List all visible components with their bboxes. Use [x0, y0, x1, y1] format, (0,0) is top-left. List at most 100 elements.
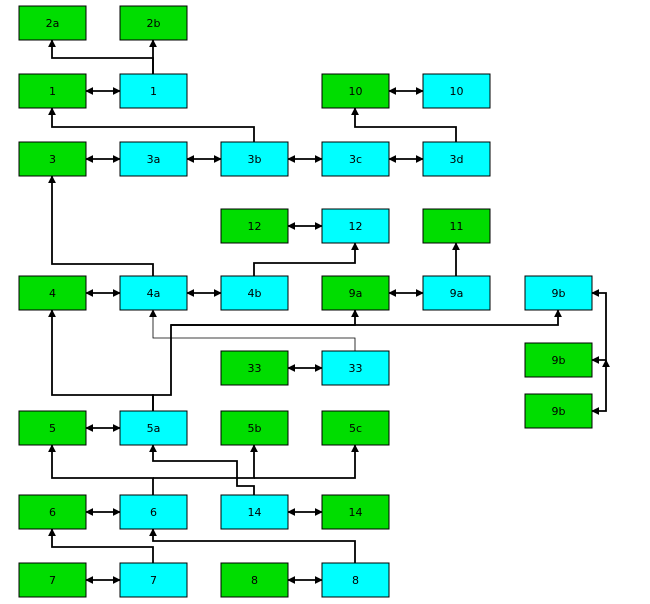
node-label: 1 [49, 85, 56, 98]
node-label: 5a [147, 422, 161, 435]
node-label: 5c [349, 422, 362, 435]
node-label: 7 [49, 574, 56, 587]
node-5b-green[interactable]: 5b [220, 410, 289, 446]
node-box [321, 208, 390, 244]
node-14-green[interactable]: 14 [321, 494, 390, 530]
connector-6c-to-5c [254, 444, 359, 479]
node-9a-cyan[interactable]: 9a [422, 275, 491, 311]
node-label: 33 [248, 362, 262, 375]
node-3a-cyan[interactable]: 3a [119, 141, 188, 177]
connector-33c-to-4a [149, 309, 356, 351]
node-4-green[interactable]: 4 [18, 275, 87, 311]
node-12-green[interactable]: 12 [220, 208, 289, 244]
node-label: 9a [349, 287, 363, 300]
node-7-green[interactable]: 7 [18, 562, 87, 598]
node-box [524, 342, 593, 378]
node-33-green[interactable]: 33 [220, 350, 289, 386]
node-box [321, 562, 390, 598]
node-box [524, 275, 593, 311]
node-box [422, 275, 491, 311]
node-label: 9b [552, 354, 566, 367]
node-1-green[interactable]: 1 [18, 73, 87, 109]
node-box [220, 562, 289, 598]
connector-1c-to-2a [48, 39, 154, 74]
node-label: 5 [49, 422, 56, 435]
node-box [119, 410, 188, 446]
node-label: 3b [248, 153, 262, 166]
node-box [220, 410, 289, 446]
node-label: 2b [147, 17, 161, 30]
node-4b-cyan[interactable]: 4b [220, 275, 289, 311]
connector-3b-to-1g [48, 107, 255, 142]
node-label: 10 [349, 85, 363, 98]
node-label: 8 [251, 574, 258, 587]
connector-5a-to-9bc [171, 309, 562, 326]
node-3d-cyan[interactable]: 3d [422, 141, 491, 177]
node-box [220, 141, 289, 177]
connector-9bc-to-9bg2 [591, 359, 610, 415]
connector-9bc-to-9bg1 [591, 289, 607, 364]
node-label: 11 [450, 220, 464, 233]
node-label: 4a [147, 287, 161, 300]
node-label: 3c [349, 153, 362, 166]
node-9b-green[interactable]: 9b [524, 342, 593, 378]
node-box [422, 73, 491, 109]
node-2a-green[interactable]: 2a [18, 5, 87, 41]
node-5-green[interactable]: 5 [18, 410, 87, 446]
node-box [321, 494, 390, 530]
node-box [119, 73, 188, 109]
node-box [321, 350, 390, 386]
node-9b-green[interactable]: 9b [524, 393, 593, 429]
node-box [18, 562, 87, 598]
node-10-green[interactable]: 10 [321, 73, 390, 109]
connections-layer [48, 39, 610, 584]
node-9b-cyan[interactable]: 9b [524, 275, 593, 311]
node-12-cyan[interactable]: 12 [321, 208, 390, 244]
node-label: 9a [450, 287, 464, 300]
node-6-green[interactable]: 6 [18, 494, 87, 530]
node-box [321, 141, 390, 177]
node-label: 14 [248, 506, 262, 519]
node-box [321, 73, 390, 109]
node-label: 12 [349, 220, 363, 233]
node-3c-cyan[interactable]: 3c [321, 141, 390, 177]
node-box [18, 73, 87, 109]
connector-4a-to-3 [48, 175, 154, 276]
node-box [422, 208, 491, 244]
node-box [18, 5, 87, 41]
node-3b-cyan[interactable]: 3b [220, 141, 289, 177]
node-label: 9b [552, 405, 566, 418]
node-box [119, 5, 188, 41]
connector-6c-to-5 [48, 444, 154, 495]
connector-7c-to-6g [48, 528, 154, 563]
node-label: 5b [248, 422, 262, 435]
node-7-cyan[interactable]: 7 [119, 562, 188, 598]
node-5a-cyan[interactable]: 5a [119, 410, 188, 446]
node-5c-green[interactable]: 5c [321, 410, 390, 446]
node-6-cyan[interactable]: 6 [119, 494, 188, 530]
node-8-green[interactable]: 8 [220, 562, 289, 598]
node-box [321, 275, 390, 311]
node-box [220, 275, 289, 311]
node-label: 10 [450, 85, 464, 98]
node-box [119, 141, 188, 177]
node-8-cyan[interactable]: 8 [321, 562, 390, 598]
node-3-green[interactable]: 3 [18, 141, 87, 177]
node-33-cyan[interactable]: 33 [321, 350, 390, 386]
node-box [220, 208, 289, 244]
node-box [18, 494, 87, 530]
connector-8c-to-6c [149, 528, 356, 563]
node-4a-cyan[interactable]: 4a [119, 275, 188, 311]
connector-4b-to-12c [253, 242, 359, 276]
node-2b-green[interactable]: 2b [119, 5, 188, 41]
node-1-cyan[interactable]: 1 [119, 73, 188, 109]
node-9a-green[interactable]: 9a [321, 275, 390, 311]
node-box [321, 410, 390, 446]
node-box [119, 494, 188, 530]
connector-3d-to-10g [351, 107, 457, 142]
node-14-cyan[interactable]: 14 [220, 494, 289, 530]
node-10-cyan[interactable]: 10 [422, 73, 491, 109]
node-11-green[interactable]: 11 [422, 208, 491, 244]
